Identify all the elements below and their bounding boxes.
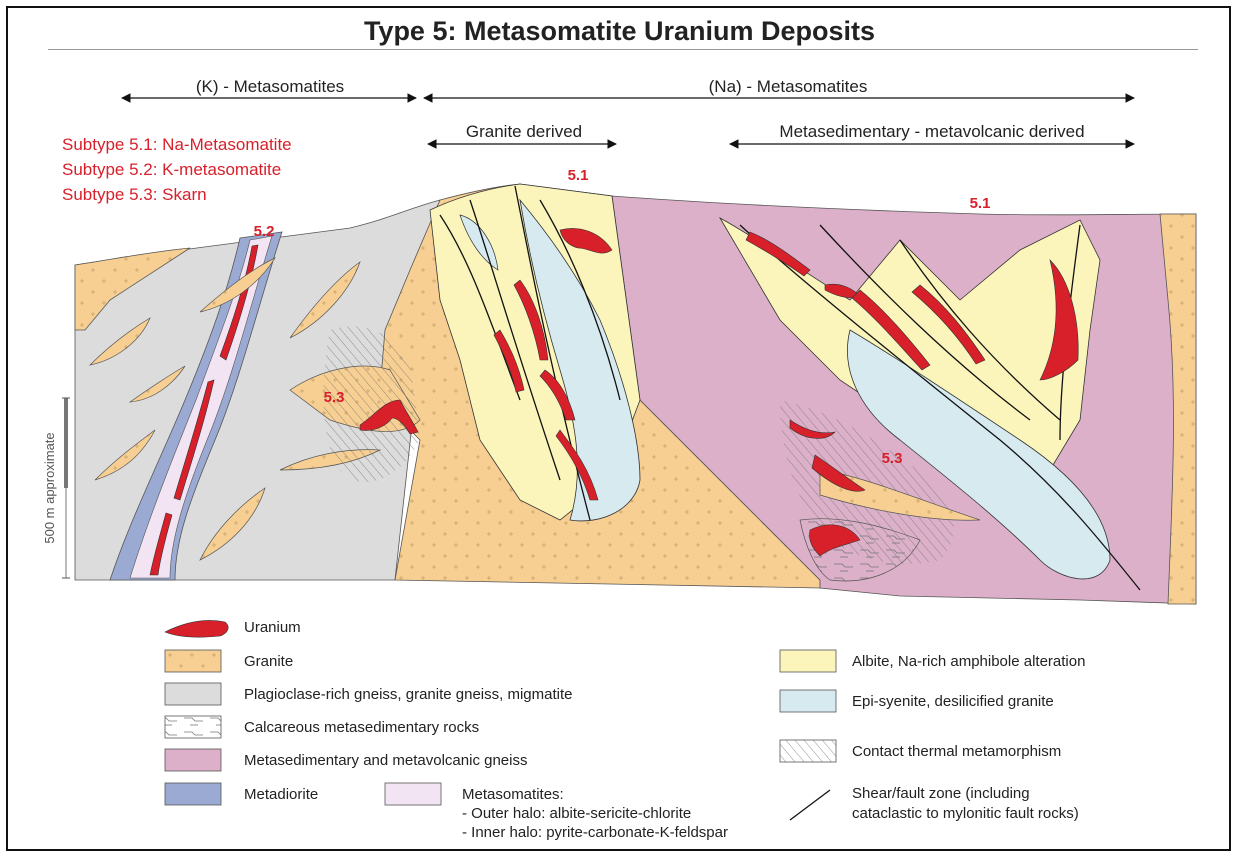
legend-shear-line-2: cataclastic to mylonitic fault rocks) bbox=[852, 805, 1079, 822]
legend-gneiss: Plagioclase-rich gneiss, granite gneiss,… bbox=[244, 686, 572, 703]
legend-swatch-shear bbox=[790, 790, 830, 820]
label-5-1-granite: 5.1 bbox=[568, 167, 589, 184]
subtype-5-2: Subtype 5.2: K-metasomatite bbox=[62, 160, 281, 179]
legend-swatch-calcareous bbox=[165, 716, 221, 738]
legend-albite: Albite, Na-rich amphibole alteration bbox=[852, 653, 1085, 670]
legend-outer-halo: - Outer halo: albite-sericite-chlorite bbox=[462, 805, 691, 822]
legend-swatch-contact bbox=[780, 740, 836, 762]
legend-swatch-uranium bbox=[165, 620, 228, 637]
legend-swatch-albite bbox=[780, 650, 836, 672]
granite-derived-label: Granite derived bbox=[466, 122, 582, 141]
legend-swatch-granite bbox=[165, 650, 221, 672]
legend-shear-line-1: Shear/fault zone (including bbox=[852, 785, 1030, 802]
legend-swatch-metadiorite bbox=[165, 783, 221, 805]
label-5-3-right: 5.3 bbox=[882, 450, 903, 467]
label-5-3-left: 5.3 bbox=[324, 389, 345, 406]
label-5-2: 5.2 bbox=[254, 223, 275, 240]
subtype-5-1: Subtype 5.1: Na-Metasomatite bbox=[62, 135, 292, 154]
subtype-5-3: Subtype 5.3: Skarn bbox=[62, 185, 207, 204]
legend-granite: Granite bbox=[244, 653, 293, 670]
legend-contact: Contact thermal metamorphism bbox=[852, 743, 1061, 760]
k-metasomatites-label: (K) - Metasomatites bbox=[196, 77, 344, 96]
legend-episyenite: Epi-syenite, desilicified granite bbox=[852, 693, 1054, 710]
label-5-1-metased: 5.1 bbox=[970, 195, 991, 212]
scale-bar-label: 500 m approximate bbox=[42, 432, 57, 543]
legend-metadiorite: Metadiorite bbox=[244, 786, 318, 803]
legend-swatch-metasomatites bbox=[385, 783, 441, 805]
legend-swatch-gneiss bbox=[165, 683, 221, 705]
na-metasomatites-label: (Na) - Metasomatites bbox=[709, 77, 868, 96]
legend-calcareous: Calcareous metasedimentary rocks bbox=[244, 719, 479, 736]
legend-metasomatites: Metasomatites: bbox=[462, 786, 564, 803]
scale-bar bbox=[62, 398, 70, 578]
legend-inner-halo: - Inner halo: pyrite-carbonate-K-feldspa… bbox=[462, 824, 728, 841]
metasedimentary-derived-label: Metasedimentary - metavolcanic derived bbox=[779, 122, 1084, 141]
legend-swatch-metased-gneiss bbox=[165, 749, 221, 771]
legend-uranium: Uranium bbox=[244, 619, 301, 636]
legend-swatch-episyenite bbox=[780, 690, 836, 712]
legend-metased-gneiss: Metasedimentary and metavolcanic gneiss bbox=[244, 752, 527, 769]
